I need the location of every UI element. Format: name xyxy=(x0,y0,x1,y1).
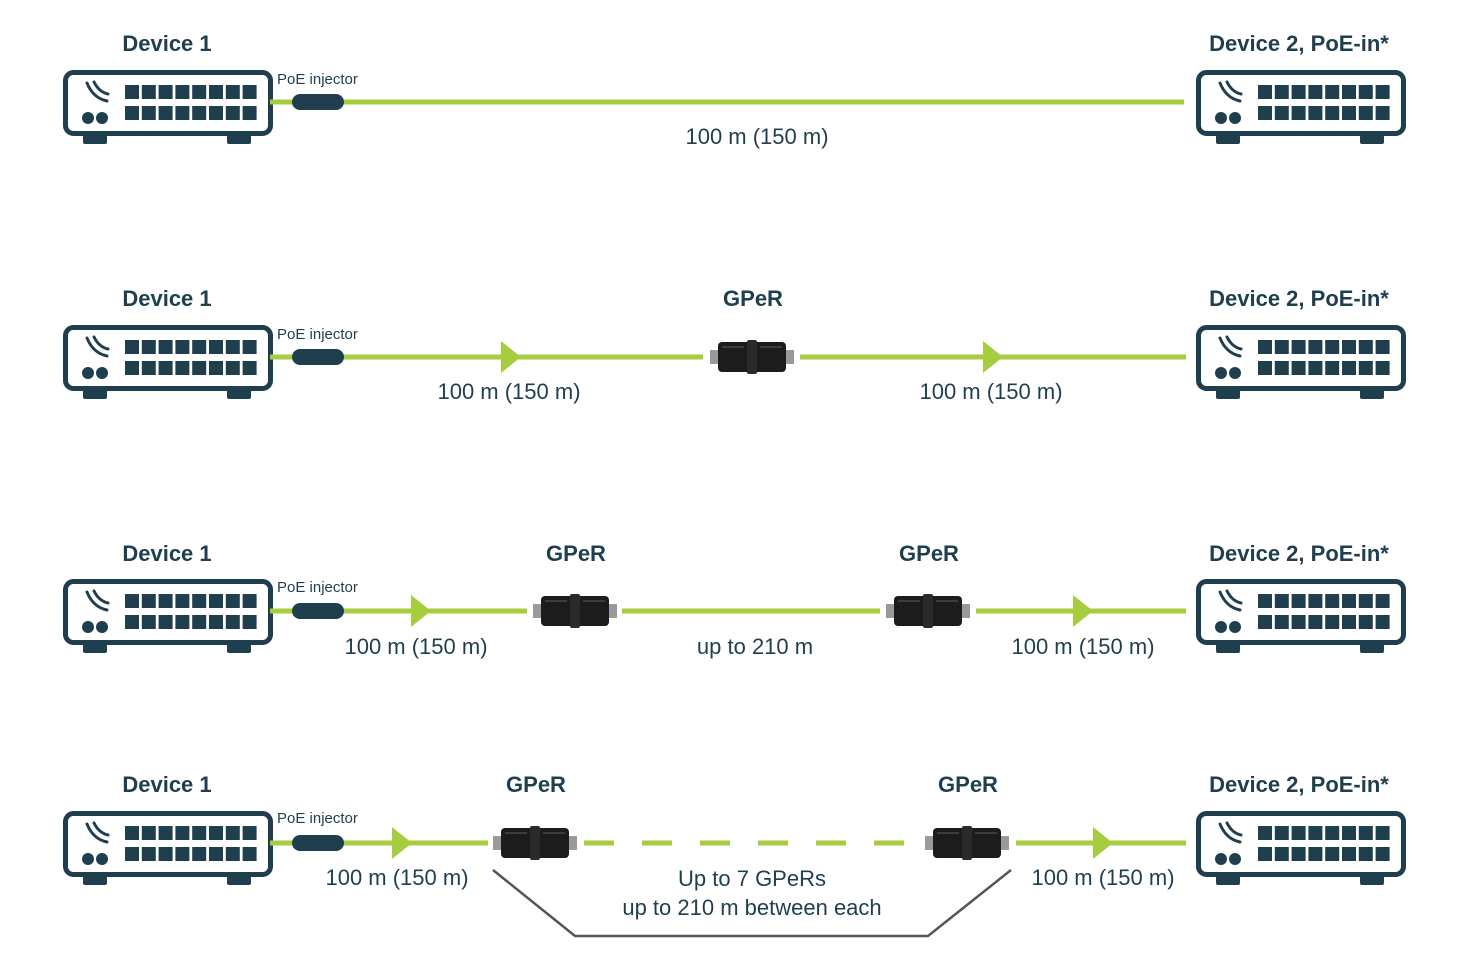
poe-injector-icon xyxy=(292,835,344,851)
network-switch-icon xyxy=(1196,325,1406,399)
poe-injector-label: PoE injector xyxy=(277,326,358,343)
distance-label: 100 m (150 m) xyxy=(437,379,581,404)
network-switch-icon xyxy=(63,70,273,144)
poe-injector-label: PoE injector xyxy=(277,579,358,596)
device-2-title: Device 2, PoE-in* xyxy=(1209,286,1389,311)
network-switch-icon xyxy=(1196,811,1406,885)
direction-arrow-icon xyxy=(983,341,1003,373)
network-switch-icon xyxy=(63,325,273,399)
gper-repeater-icon xyxy=(710,340,794,374)
gper-repeater-icon xyxy=(886,594,970,628)
gper-count-note: Up to 7 GPeRs xyxy=(678,866,826,891)
gper-title: GPeR xyxy=(938,772,998,797)
network-switch-icon xyxy=(1196,579,1406,653)
device-2-title: Device 2, PoE-in* xyxy=(1209,31,1389,56)
device-1-title: Device 1 xyxy=(122,541,212,566)
distance-label: 100 m (150 m) xyxy=(1031,865,1175,890)
gper-repeater-icon xyxy=(493,826,577,860)
poe-injector-label: PoE injector xyxy=(277,71,358,88)
network-switch-icon xyxy=(63,811,273,885)
device-2-title: Device 2, PoE-in* xyxy=(1209,772,1389,797)
device-2-title: Device 2, PoE-in* xyxy=(1209,541,1389,566)
direction-arrow-icon xyxy=(501,341,521,373)
poe-injector-icon xyxy=(292,94,344,110)
chain-bracket xyxy=(492,869,1012,938)
poe-injector-label: PoE injector xyxy=(277,810,358,827)
gper-title: GPeR xyxy=(723,286,783,311)
distance-label: 100 m (150 m) xyxy=(1011,634,1155,659)
direction-arrow-icon xyxy=(392,827,412,859)
distance-label: 100 m (150 m) xyxy=(325,865,469,890)
gper-repeater-icon xyxy=(533,594,617,628)
distance-label: 100 m (150 m) xyxy=(919,379,1063,404)
distance-label: up to 210 m xyxy=(696,634,814,659)
gper-spacing-note: up to 210 m between each xyxy=(622,895,882,920)
poe-injector-icon xyxy=(292,603,344,619)
network-switch-icon xyxy=(63,579,273,653)
network-switch-icon xyxy=(1196,70,1406,144)
direction-arrow-icon xyxy=(1093,827,1113,859)
direction-arrow-icon xyxy=(1073,595,1093,627)
device-1-title: Device 1 xyxy=(122,286,212,311)
gper-repeater-icon xyxy=(925,826,1009,860)
device-1-title: Device 1 xyxy=(122,31,212,56)
gper-title: GPeR xyxy=(506,772,566,797)
direction-arrow-icon xyxy=(411,595,431,627)
device-1-title: Device 1 xyxy=(122,772,212,797)
gper-title: GPeR xyxy=(546,541,606,566)
gper-title: GPeR xyxy=(899,541,959,566)
distance-label: 100 m (150 m) xyxy=(685,124,829,149)
poe-injector-icon xyxy=(292,349,344,365)
distance-label: 100 m (150 m) xyxy=(344,634,488,659)
